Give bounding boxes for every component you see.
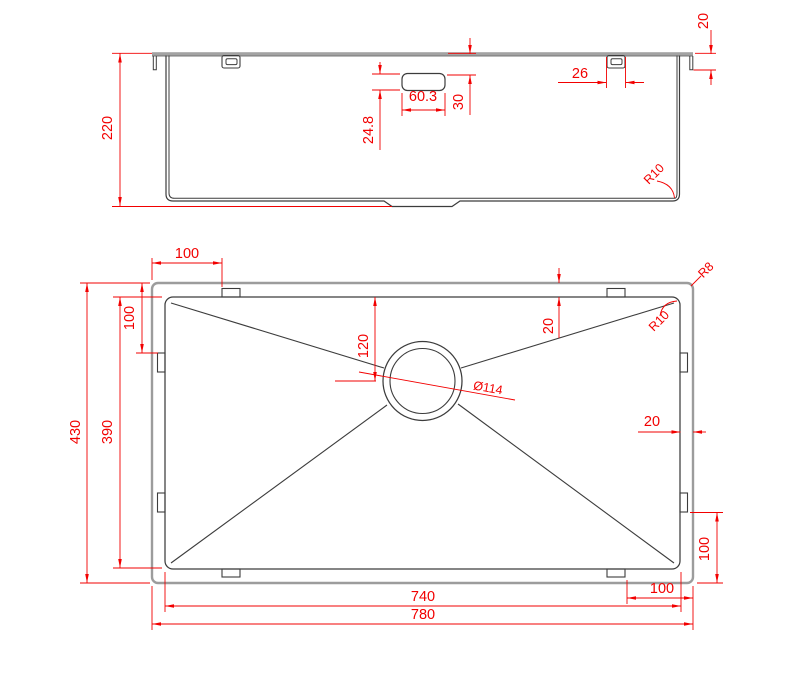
plan-outer-rim	[150, 281, 695, 585]
dim-overall-width: 430	[68, 282, 150, 584]
dim-120-label: 120	[356, 334, 372, 358]
dim-24-8-label: 24.8	[361, 116, 377, 144]
dim-outer-corner-radius: R8	[690, 259, 717, 287]
plan-bowl-edge	[164, 296, 681, 570]
dim-clip-width: 26	[558, 57, 644, 88]
dim-20-right-label: 20	[644, 414, 660, 430]
clip-top-right	[606, 287, 626, 298]
dim-20-top-label: 20	[541, 318, 557, 334]
dim-clip-from-left: 100	[151, 246, 223, 287]
dim-bowl-width: 390	[100, 296, 162, 569]
dim-clip-to-right: 100	[626, 580, 693, 604]
dim-side-corner-radius: R10	[641, 161, 675, 199]
clip-top-left	[221, 287, 241, 298]
side-view	[152, 52, 694, 208]
dim-740-label: 740	[411, 589, 435, 605]
dim-bowl-length: 740	[164, 572, 682, 612]
dim-d114-label: Ø114	[472, 379, 504, 398]
clip-right-lower	[679, 492, 689, 513]
dim-100-top-label: 100	[175, 246, 199, 262]
dim-r8-label: R8	[695, 259, 716, 280]
side-view-dimensions: 220 30 24.8 60.3	[100, 13, 716, 207]
side-rim-bar	[152, 52, 693, 56]
dim-bowl-corner-radius: R10	[646, 300, 678, 334]
clip-bottom-right	[606, 568, 626, 578]
clip-bottom-left	[221, 568, 241, 578]
dim-drain-offset: 120	[335, 297, 377, 382]
dim-20-lip-label: 20	[696, 13, 712, 29]
dim-60-3-label: 60.3	[409, 89, 437, 105]
dim-overall-height: 220	[100, 52, 392, 207]
dim-clip-from-top: 100	[122, 283, 158, 354]
side-bowl-outer	[165, 55, 681, 208]
dim-430-label: 430	[68, 420, 84, 444]
plan-clips	[156, 287, 689, 578]
dim-30-label: 30	[451, 94, 467, 110]
side-left-lip	[152, 56, 157, 71]
side-right-lip	[689, 56, 694, 71]
clip-right-upper	[679, 352, 689, 373]
clip-left-lower	[156, 492, 166, 513]
overflow-hole	[401, 72, 446, 92]
dim-overall-length: 780	[151, 586, 694, 630]
dim-100-right-label: 100	[697, 537, 713, 561]
dim-220-label: 220	[100, 116, 116, 140]
dim-26-label: 26	[572, 66, 588, 82]
dim-drain-diameter: Ø114	[358, 371, 516, 401]
dim-clip-to-bottom: 100	[690, 512, 723, 584]
dim-390-label: 390	[100, 420, 116, 444]
dim-rim-right: 20	[638, 414, 706, 434]
dim-lip-height: 20	[693, 13, 716, 85]
side-clip-right	[606, 54, 626, 69]
dim-100-bottom-label: 100	[650, 581, 674, 597]
drain-inner-circle	[389, 347, 456, 415]
drain-outer-circle	[382, 340, 463, 422]
dim-hole-width: 60.3	[401, 89, 446, 116]
plan-view-dimensions: 100 100 430 390	[68, 246, 723, 630]
dim-hole-offset: 30	[447, 38, 476, 115]
dim-100-left-label: 100	[122, 306, 138, 330]
plan-view	[150, 281, 695, 585]
dim-hole-height: 24.8	[361, 62, 400, 150]
clip-left-upper	[156, 352, 166, 373]
side-clip-left	[221, 54, 241, 69]
drain-creases	[170, 302, 675, 564]
dim-780-label: 780	[411, 607, 435, 623]
side-bowl-inner	[168, 55, 678, 199]
dim-rim-top: 20	[541, 268, 561, 338]
dim-r10-plan-label: R10	[646, 308, 672, 334]
